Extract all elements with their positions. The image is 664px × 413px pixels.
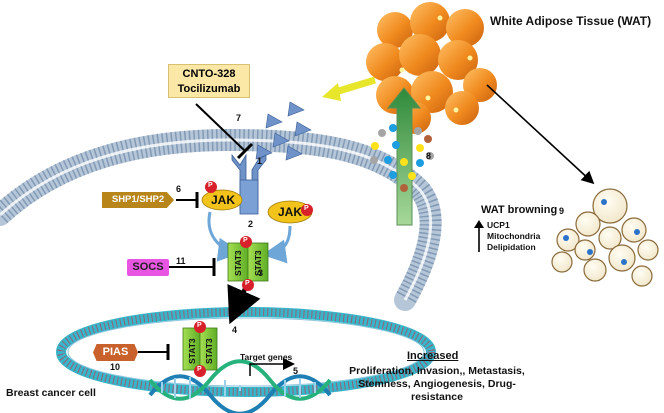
jak-right-label: JAK [278,205,303,219]
drug-box: CNTO-328 Tocilizumab [168,64,250,98]
step-8: 8 [426,151,432,161]
target-genes-label: Target genes [240,352,293,362]
stat3-label-nuc-1: STAT3 [187,338,197,364]
p-nuc-bottom: P [197,366,202,373]
stat3-dimer-nucleus [182,327,218,371]
step-11: 11 [176,256,186,266]
browning-up-arrow [474,220,484,252]
jak-left-label: JAK [211,193,236,207]
wat-title: White Adipose Tissue (WAT) [490,14,652,28]
outcome-line-1: Proliferation, Invasion,, Metastasis, [349,365,525,377]
il6-receptor [231,153,267,215]
step-6: 6 [176,184,182,194]
browning-title: WAT browning [481,204,558,216]
step-3: 3 [258,268,264,278]
step-9: 9 [559,206,565,216]
step-2: 2 [248,219,254,229]
browning-item-ucp1: UCP1 [487,220,510,230]
step-5: 5 [293,366,299,376]
cell-membrane [0,128,442,311]
outcome-list: Proliferation, Invasion,, Metastasis, St… [340,365,534,404]
browning-item-delip: Delipidation [487,242,536,252]
drug-name-2: Tocilizumab [177,83,241,95]
jak-left [201,189,243,211]
shp-box: SHP1/SHP2 [102,192,174,208]
p-jak-right: P [304,205,309,212]
socs-box: SOCS [127,259,169,276]
phospho-stat-bottom [242,279,254,291]
stat3-label-nuc-2: STAT3 [204,338,214,364]
outcome-header: Increased [407,350,459,362]
phospho-nuc-top [194,321,206,333]
outcome-line-2: Stemness, Angiogenesis, Drug- [358,378,516,390]
dna-helix [148,359,332,413]
step-7: 7 [236,113,242,123]
p-nuc-top: P [197,322,202,329]
phospho-nuc-bottom [194,365,206,377]
outcome-line-3: resistance [411,391,463,403]
phospho-jak-left [205,181,217,193]
browning-list: UCP1 Mitochondria Delipidation [487,220,540,253]
browning-arrow [486,84,595,185]
adipocyte-cluster [366,2,497,134]
phospho-stat-top [240,236,252,248]
target-genes-arrow [249,358,295,376]
browning-item-mito: Mitochondria [487,231,541,241]
drug-inhibition-bar [236,142,254,160]
step-4: 4 [232,325,238,335]
step-10: 10 [110,362,121,372]
stat3-label-cyto-1: STAT3 [233,250,243,276]
p-stat-top: P [243,237,248,244]
p-stat-bottom: P [245,280,250,287]
il6-ligands [255,101,312,161]
cell-label: Breast cancer cell [6,387,96,399]
drug-name-1: CNTO-328 [182,68,236,80]
wat-secretion-arrowhead [322,83,341,101]
adipokine-arrow [386,87,422,226]
drug-inhibition-line [195,103,245,151]
stat3-dimer-cytoplasm [227,242,269,282]
beige-adipocyte-cluster [551,188,659,287]
p-jak-left: P [208,182,213,189]
pias-box: PIAS [93,344,138,361]
step-1: 1 [257,156,263,166]
phospho-jak-right [301,204,313,216]
adipokine-dots [370,124,434,192]
jak-stat-arrow-right [262,225,292,264]
